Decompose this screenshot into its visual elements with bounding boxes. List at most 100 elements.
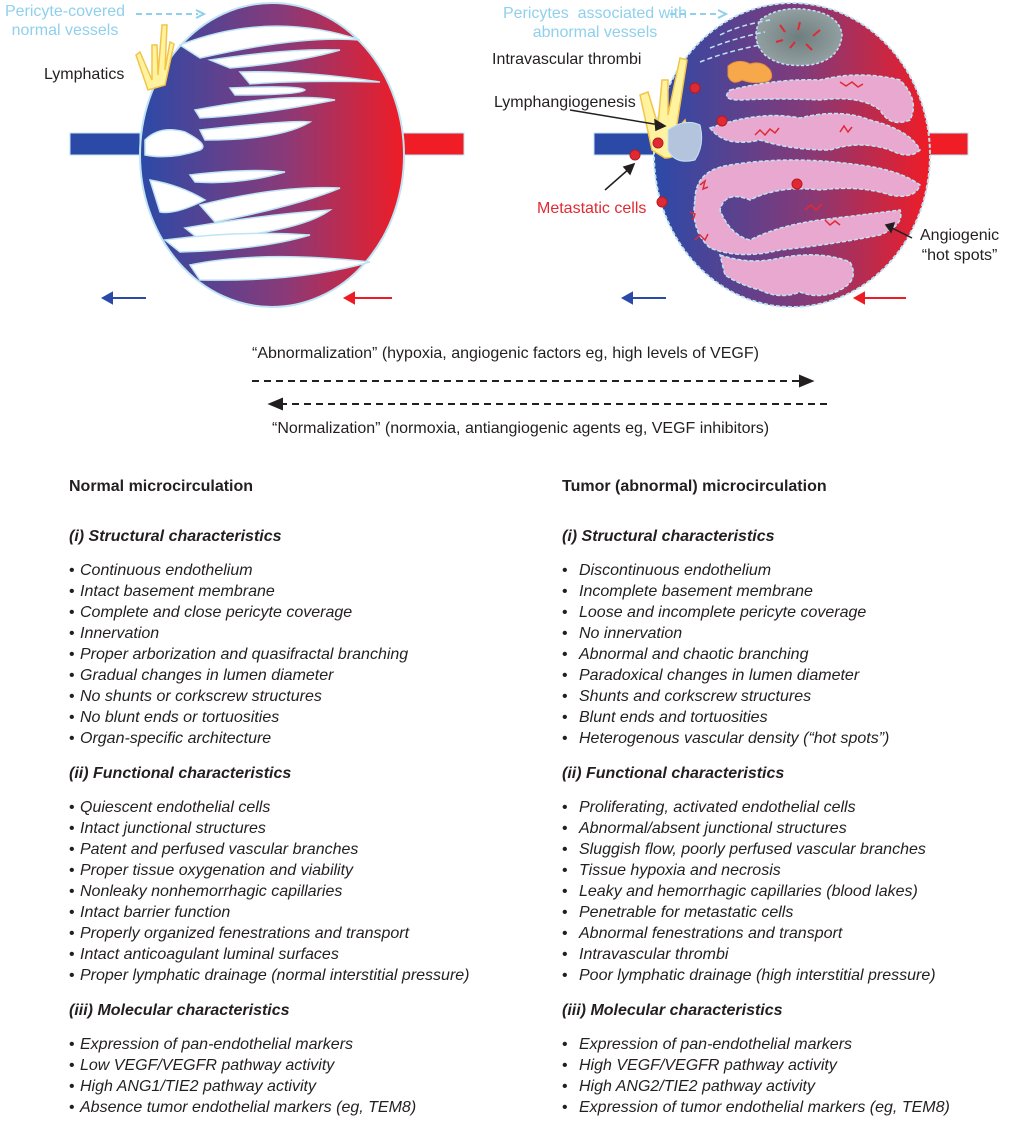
characteristics-list: •Quiescent endothelial cells • Intact junc… [69,797,470,986]
tumor-pericyte-pointer-arrow [670,9,729,19]
tumor-vessel-diagram [569,2,969,308]
bullet-icon: • [562,1099,568,1116]
section-title: (i) Structural characteristics [69,528,282,545]
list-item-text: Shunts and corkscrew structures [579,688,812,705]
bullet-icon: • [69,1036,75,1053]
list-item-text: Intact junctional structures [80,820,266,837]
column-title: Normal microcirculation [69,478,254,495]
bullet-icon: • [562,841,568,858]
list-item-text: Organ-specific architecture [80,730,272,747]
bullet-icon: • [562,604,568,621]
bullet-icon: • [562,667,568,684]
bullet-icon: • [562,625,568,642]
list-item: •Expression of pan-endothelial markers [69,1034,470,1055]
bullet-icon: • [69,820,75,837]
bullet-icon: • [562,730,568,747]
bullet-icon: • [562,946,568,963]
list-item-text: Expression of tumor endothelial markers … [579,1099,950,1116]
lymphangiogenesis-arrow [569,109,667,132]
intravascular-thrombus [727,60,773,84]
list-item-text: Proliferating, activated endothelial cel… [579,799,856,816]
list-item-text: Low VEGF/VEGFR pathway activity [80,1057,335,1074]
list-item-text: No shunts or corkscrew structures [80,688,322,705]
label-tumor-pericytes: Pericytes associated with abnormal vesse… [502,5,688,41]
list-item: •Proper arborization and quasifractal br… [69,644,470,665]
list-item: •Abnormal/absent junctional structures [562,818,950,839]
bullet-icon: • [69,667,75,684]
bullet-icon: • [562,1036,568,1053]
label-intravascular-thrombi: Intravascular thrombi [492,51,642,68]
bullet-icon: • [69,904,75,921]
list-item: • High ANG2/TIE2 pathway activity [562,1076,950,1097]
label-pericyte-covered-vessels: Pericyte-covered normal vessels [4,3,126,39]
bullet-icon: • [69,883,75,900]
pericyte-traces [699,19,771,63]
list-item-text: Intact anticoagulant luminal surfaces [80,946,339,963]
list-item-text: Proper tissue oxygenation and viability [80,862,354,879]
bullet-icon: • [69,688,75,705]
bullet-icon: • [562,1078,568,1095]
bullet-icon: • [562,904,568,921]
list-item: •Complete and close pericyte coverage [69,602,470,623]
bullet-icon: • [69,1057,75,1074]
lymphatic-vessel [135,24,175,91]
list-item: • Intact junctional structures [69,818,470,839]
bullet-icon: • [69,1099,75,1116]
list-item: •Organ-specific architecture [69,728,470,749]
list-item-text: Incomplete basement membrane [579,583,813,600]
list-item-text: Intravascular thrombi [579,946,729,963]
list-item: •Heterogenous vascular density (“hot spo… [562,728,950,749]
column-title: Tumor (abnormal) microcirculation [562,478,827,495]
arterial-flow-arrow [342,291,392,305]
bullet-icon: • [69,583,75,600]
bullet-icon: • [562,709,568,726]
tumor-microcirculation-column: Tumor (abnormal) microcirculation (i) St… [562,478,950,1134]
label-metastatic-cells: Metastatic cells [537,200,647,217]
arterial-inlet [399,132,465,156]
bullet-icon: • [69,925,75,942]
list-item-text: Proper lymphatic drainage (normal inters… [80,967,470,984]
bullet-icon: • [562,925,568,942]
normalization-arrow [267,397,830,411]
characteristics-list: •Expression of pan-endothelial markers•H… [562,1034,950,1118]
abnormalization-label: “Abnormalization” (hypoxia, angiogenic f… [252,345,759,362]
list-item-text: Nonleaky nonhemorrhagic capillaries [80,883,343,900]
list-item: •Patent and perfused vascular branches [69,839,470,860]
angiogenic-sprouts [689,81,864,242]
pericyte-pointer-arrow [136,9,207,19]
list-item: •No blunt ends or tortuosities [69,707,470,728]
bullet-icon: • [69,967,75,984]
venous-flow-arrow [100,291,146,305]
necrotic-core [755,8,843,67]
list-item-text: Intact barrier function [80,904,231,921]
list-item: •Tissue hypoxia and necrosis [562,860,950,881]
venous-outlet [69,132,141,156]
list-item-text: Poor lymphatic drainage (high interstiti… [579,967,936,984]
bullet-icon: • [69,625,75,642]
characteristics-list: • Proliferating, activated endothelial ce… [562,797,950,986]
section-title: (i) Structural characteristics [562,528,775,545]
list-item-text: High ANG2/TIE2 pathway activity [579,1078,815,1095]
list-item: • Intact barrier function [69,902,470,923]
list-item: • Gradual changes in lumen diameter [69,665,470,686]
list-item: •No innervation [562,623,950,644]
list-item-text: Continuous endothelium [80,562,253,579]
bullet-icon: • [562,562,568,579]
bullet-icon: • [562,799,568,816]
bullet-icon: • [69,562,75,579]
list-item: • Expression of tumor endothelial markers… [562,1097,950,1118]
list-item-text: Leaky and hemorrhagic capillaries (blood… [579,883,918,900]
list-item-text: Gradual changes in lumen diameter [80,667,334,684]
characteristics-list: •Continuous endothelium•Intact basement … [69,560,470,749]
tumor-tissue-bands [693,74,921,297]
section-structural: (i) Structural characteristics • Continuo… [69,528,470,749]
list-item: •Incomplete basement membrane [562,581,950,602]
normal-vessel-network [139,2,405,308]
list-item: •Blunt ends and tortuosities [562,707,950,728]
list-item-text: Proper arborization and quasifractal bra… [80,646,409,663]
list-item-text: High VEGF/VEGFR pathway activity [579,1057,837,1074]
list-item: • Continuous endothelium [69,560,470,581]
list-item: •Poor lymphatic drainage (high interstit… [562,965,950,986]
list-item: •Quiescent endothelial cells [69,797,470,818]
bullet-icon: • [69,946,75,963]
